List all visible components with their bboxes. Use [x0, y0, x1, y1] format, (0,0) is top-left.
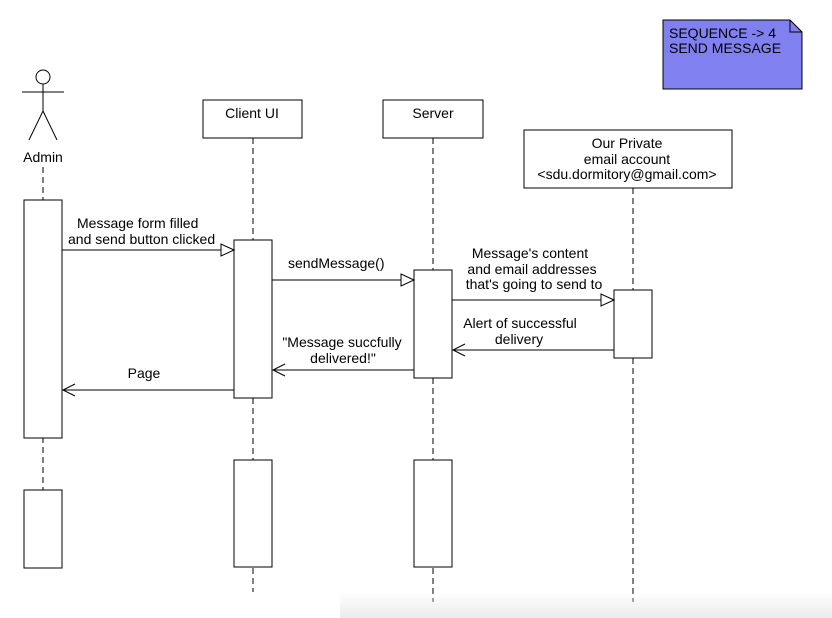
- stick-figure-icon: [22, 69, 64, 141]
- open-arrowhead-icon: [61, 383, 76, 397]
- email-activation: [613, 289, 653, 359]
- message-page-label: Page: [128, 365, 161, 381]
- open-arrowhead-icon: [271, 363, 286, 377]
- open-arrowhead-icon: [600, 293, 616, 307]
- message-page[interactable]: Page: [61, 365, 234, 397]
- message-form-submitted-line-2: and send button clicked: [68, 231, 215, 247]
- open-arrowhead-icon: [400, 273, 416, 287]
- message-delivered-confirmation[interactable]: "Message succfully delivered!": [271, 334, 414, 377]
- message-email-content-line-3: that's going to send to: [466, 276, 603, 292]
- message-send-message-label: sendMessage(): [288, 255, 385, 271]
- message-delivery-alert-line-1: Alert of successful: [463, 315, 577, 331]
- message-email-content[interactable]: Message's content and email addresses th…: [452, 245, 616, 307]
- client-ui-activation-1: [233, 239, 273, 399]
- email-label-line-3: <sdu.dormitory@gmail.com>: [537, 166, 716, 182]
- message-email-content-line-2: and email addresses: [467, 261, 596, 277]
- message-email-content-line-1: Message's content: [472, 245, 588, 261]
- note-line-2: SEND MESSAGE: [669, 40, 781, 56]
- participant-server[interactable]: Server: [382, 99, 484, 139]
- client-ui-label: Client UI: [225, 105, 279, 121]
- client-ui-activation-2: [233, 459, 273, 568]
- message-delivery-alert-line-2: delivery: [495, 331, 543, 347]
- message-form-submitted-line-1: Message form filled: [77, 215, 198, 231]
- bottom-shadow: [340, 592, 832, 618]
- message-delivery-alert[interactable]: Alert of successful delivery: [451, 315, 614, 357]
- email-label-line-2: email account: [584, 151, 670, 167]
- participant-email-account[interactable]: Our Private email account <sdu.dormitory…: [523, 129, 733, 189]
- note-line-1: SEQUENCE -> 4: [669, 25, 776, 41]
- server-activation-2: [413, 459, 453, 568]
- admin-actor[interactable]: Admin: [22, 69, 64, 165]
- open-arrowhead-icon: [451, 343, 466, 357]
- message-delivered-confirmation-line-1: "Message succfully: [282, 334, 401, 350]
- server-label: Server: [412, 105, 454, 121]
- participant-client-ui[interactable]: Client UI: [202, 99, 303, 139]
- message-form-submitted[interactable]: Message form filled and send button clic…: [62, 215, 236, 257]
- admin-label: Admin: [23, 149, 63, 165]
- open-arrowhead-icon: [220, 243, 236, 257]
- admin-activation-2: [23, 489, 63, 569]
- message-delivered-confirmation-line-2: delivered!": [310, 350, 376, 366]
- server-activation-1: [413, 269, 453, 379]
- sequence-note: SEQUENCE -> 4 SEND MESSAGE: [662, 19, 803, 90]
- message-send-message[interactable]: sendMessage(): [272, 255, 416, 287]
- email-label-line-1: Our Private: [592, 135, 663, 151]
- admin-activation-1: [23, 199, 63, 439]
